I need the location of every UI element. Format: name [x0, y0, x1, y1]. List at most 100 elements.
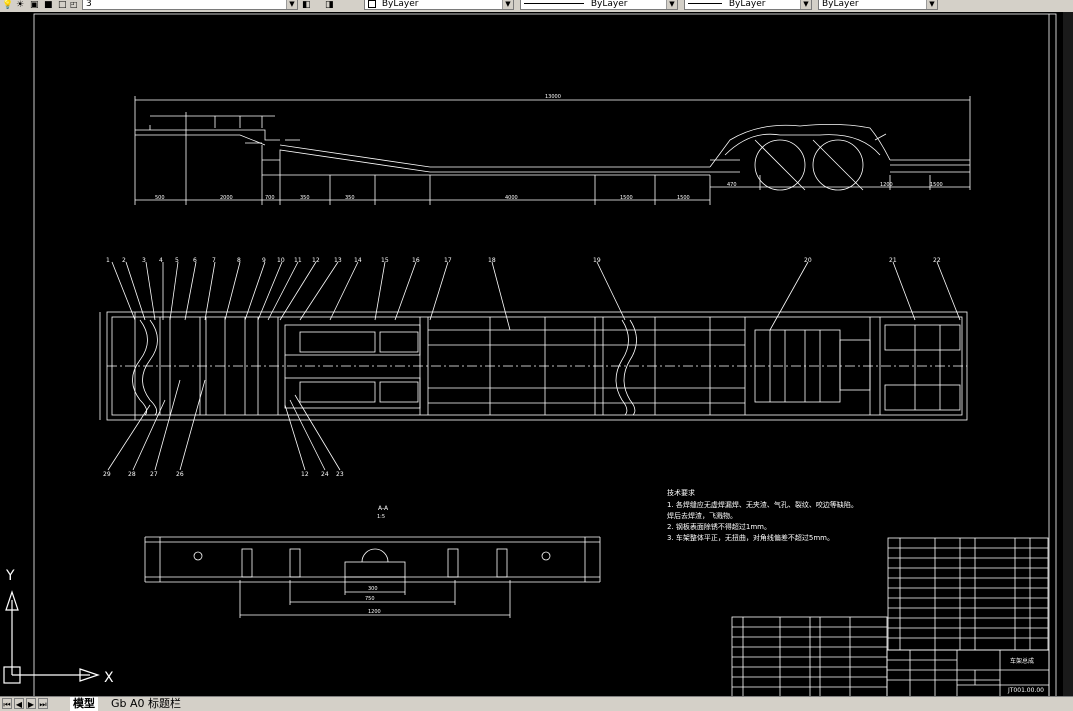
lightbulb-icon[interactable]: 💡 — [2, 0, 14, 10]
callout-number: 14 — [354, 257, 362, 264]
chevron-down-icon: ▼ — [800, 0, 811, 9]
vertical-scrollbar[interactable] — [1063, 12, 1073, 696]
callout-number: 12 — [301, 471, 309, 478]
wheel-2 — [812, 139, 864, 191]
callout-number: 1 — [106, 257, 110, 264]
tab-model[interactable]: 模型 — [70, 697, 98, 711]
first-tab-icon[interactable]: ⏮ — [2, 698, 12, 709]
make-current-layer-icon[interactable]: ◧ — [302, 0, 311, 10]
side-view-bottom-dims: 500 2000 700 350 350 4000 1500 1500 470 … — [155, 182, 943, 201]
dim-text: 4000 — [505, 195, 518, 201]
model-space-canvas[interactable]: 13000 500 2000 700 350 350 4000 1500 150… — [0, 12, 1073, 696]
chevron-down-icon: ▼ — [926, 0, 937, 9]
dim-text: 1500 — [930, 182, 943, 188]
chevron-down-icon: ▼ — [666, 0, 677, 9]
callout-number: 20 — [804, 257, 812, 264]
callout-number: 8 — [237, 257, 241, 264]
section-title: A-A — [378, 505, 389, 512]
section-scale: 1:5 — [377, 514, 385, 520]
layout-tabs-bar: ⏮ ◀ ▶ ⏭ 模型 Gb A0 标题栏 — [0, 696, 1073, 711]
plotstyle-dropdown[interactable]: ByLayer ▼ — [818, 0, 938, 10]
layer-square-icon[interactable]: □ — [58, 0, 67, 10]
callout-number: 15 — [381, 257, 389, 264]
lock-icon[interactable]: ▣ — [30, 0, 39, 10]
ucs-icon — [3, 590, 100, 684]
callout-number: 18 — [488, 257, 496, 264]
overall-dim-text: 13000 — [545, 94, 561, 100]
drawing-number: JT001.00.00 — [1007, 687, 1044, 694]
drawing-svg: 13000 500 2000 700 350 350 4000 1500 150… — [3, 13, 1057, 696]
tech-req-item: 2. 钢板表面除锈不得超过1mm。 — [667, 522, 771, 531]
callout-number: 10 — [277, 257, 285, 264]
tech-req-item: 3. 车架整体平正，无扭曲，对角线偏差不超过5mm。 — [667, 533, 834, 542]
callout-number: 12 — [312, 257, 320, 264]
callout-number: 23 — [336, 471, 344, 478]
lineweight-preview — [688, 3, 722, 4]
callout-number: 17 — [444, 257, 452, 264]
dim-text: 300 — [368, 586, 378, 592]
next-tab-icon[interactable]: ▶ — [26, 698, 36, 709]
chevron-down-icon: ▼ — [286, 0, 297, 9]
last-tab-icon[interactable]: ⏭ — [38, 698, 48, 709]
dim-text: 700 — [265, 195, 275, 201]
technical-requirements: 技术要求 1. 各焊缝应无虚焊漏焊、无夹渣、气孔、裂纹、咬边等缺陷。 焊后去焊渣… — [667, 488, 858, 542]
callout-number: 29 — [103, 471, 111, 478]
dim-text: 1500 — [620, 195, 633, 201]
plan-view — [99, 261, 968, 471]
title-block — [886, 649, 1050, 696]
callout-number: 21 — [889, 257, 897, 264]
sun-icon[interactable]: ☀ — [16, 0, 25, 10]
callout-number: 11 — [294, 257, 302, 264]
callout-number: 24 — [321, 471, 329, 478]
lineweight-value: ByLayer — [728, 0, 766, 9]
chevron-down-icon: ▼ — [502, 0, 513, 9]
prev-tab-icon[interactable]: ◀ — [14, 698, 24, 709]
plan-callouts-top: 1 2 3 4 5 6 7 8 9 10 11 12 13 14 15 16 1… — [106, 257, 941, 264]
callout-number: 3 — [142, 257, 146, 264]
section-a-a — [144, 536, 601, 618]
color-value: ByLayer — [381, 0, 419, 9]
callout-number: 6 — [193, 257, 197, 264]
properties-toolbar: 💡 ☀ ▣ ■ □ ◰ 3 ▼ ◧ ◨ ByLayer ▼ ByLayer ▼ … — [0, 0, 1073, 13]
callout-number: 28 — [128, 471, 136, 478]
parts-list — [731, 537, 1049, 696]
color-square-icon[interactable]: ■ — [44, 0, 53, 10]
linetype-preview — [524, 3, 584, 4]
dim-text: 470 — [727, 182, 737, 188]
dim-text: 350 — [300, 195, 310, 201]
linetype-value: ByLayer — [590, 0, 628, 9]
lineweight-dropdown[interactable]: ByLayer ▼ — [684, 0, 812, 10]
tech-req-item: 1. 各焊缝应无虚焊漏焊、无夹渣、气孔、裂纹、咬边等缺陷。 — [667, 500, 858, 509]
callout-number: 22 — [933, 257, 941, 264]
linetype-dropdown[interactable]: ByLayer ▼ — [520, 0, 678, 10]
callout-number: 16 — [412, 257, 420, 264]
plan-callouts-bottom: 29 28 27 26 12 24 23 — [103, 471, 344, 478]
section-labels: A-A 1:5 300 750 1200 — [365, 505, 389, 615]
callout-number: 7 — [212, 257, 216, 264]
layer-previous-icon[interactable]: ◨ — [325, 0, 334, 10]
wheel-1 — [754, 139, 806, 191]
plotstyle-value: ByLayer — [822, 0, 859, 9]
tab-gb-a0-title-block[interactable]: Gb A0 标题栏 — [111, 697, 182, 710]
dim-text: 500 — [155, 195, 165, 201]
drawing-name: 车架总成 — [1010, 657, 1034, 665]
color-dropdown[interactable]: ByLayer ▼ — [364, 0, 514, 10]
layer-value: 3 — [86, 0, 92, 9]
callout-number: 19 — [593, 257, 601, 264]
callout-number: 5 — [175, 257, 179, 264]
layer-color-icon: ◰ — [70, 0, 78, 9]
dim-text: 1500 — [677, 195, 690, 201]
callout-number: 2 — [122, 257, 126, 264]
dim-text: 750 — [365, 596, 375, 602]
callout-number: 9 — [262, 257, 266, 264]
side-view — [134, 96, 971, 205]
tech-req-title: 技术要求 — [667, 488, 695, 497]
ucs-y-label: Y — [5, 568, 15, 584]
ucs-x-label: X — [104, 670, 114, 686]
dim-text: 350 — [345, 195, 355, 201]
color-swatch-icon — [368, 0, 376, 8]
dim-text: 1200 — [368, 609, 381, 615]
callout-number: 26 — [176, 471, 184, 478]
layer-dropdown[interactable]: 3 ▼ — [82, 0, 298, 10]
tech-req-item: 焊后去焊渣，飞溅物。 — [667, 511, 737, 520]
